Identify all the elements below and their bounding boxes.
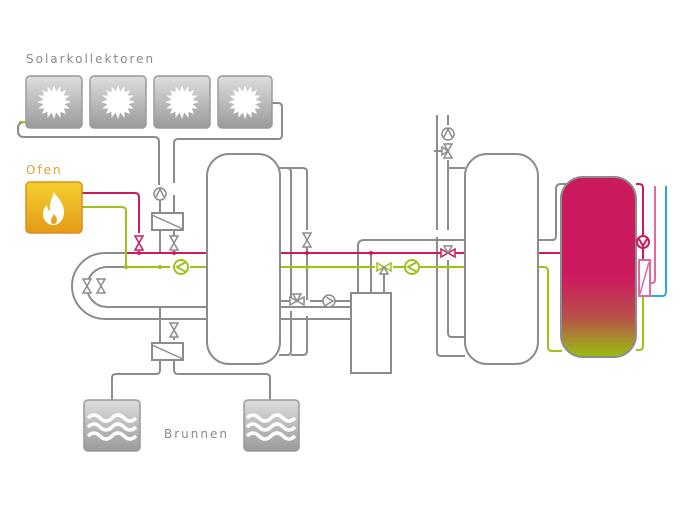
wells-label: Brunnen — [164, 427, 229, 441]
three-way-valve-green[interactable] — [376, 261, 392, 275]
valve-well[interactable] — [168, 322, 180, 338]
three-way-valve-magenta[interactable] — [440, 245, 456, 259]
sun-icon — [165, 85, 199, 119]
sun-icon — [37, 85, 71, 119]
valve-loop-outer[interactable] — [81, 278, 93, 294]
buffer-tank-2[interactable] — [464, 153, 539, 365]
heat-pump-unit[interactable] — [350, 292, 392, 374]
solar-collectors-label: Solarkollektoren — [26, 52, 156, 66]
sun-icon — [228, 85, 262, 119]
dhw-lines — [649, 186, 667, 297]
well-1[interactable] — [83, 399, 141, 452]
solar-collectors — [25, 75, 273, 129]
solar-collector-1[interactable] — [25, 75, 83, 129]
sun-icon — [101, 85, 135, 119]
solar-collector-3[interactable] — [153, 75, 211, 129]
junction-dots — [124, 251, 450, 269]
three-way-valve-top-right[interactable] — [441, 143, 454, 159]
well-2[interactable] — [243, 399, 300, 452]
pump-tank1[interactable] — [322, 294, 336, 308]
buffer-tank-1[interactable] — [206, 153, 281, 365]
return-line — [19, 121, 644, 352]
valve-solar-return[interactable] — [168, 235, 180, 251]
well-heat-exchanger[interactable] — [151, 342, 184, 361]
pump-top-right[interactable] — [441, 127, 455, 141]
solar-heat-exchanger[interactable] — [151, 212, 184, 231]
oven[interactable] — [25, 181, 83, 234]
valve-magenta-oven[interactable] — [133, 235, 145, 251]
pump-dhw[interactable] — [636, 235, 650, 249]
pump-solar[interactable] — [153, 187, 167, 201]
solar-collector-2[interactable] — [89, 75, 147, 129]
valve-loop-inner[interactable] — [95, 278, 107, 294]
pump-green-left[interactable] — [173, 259, 189, 275]
solar-collector-4[interactable] — [217, 75, 273, 129]
flame-icon — [43, 192, 64, 225]
pump-green-right[interactable] — [404, 259, 420, 275]
dhw-heat-exchanger[interactable] — [638, 259, 651, 297]
oven-label: Ofen — [26, 163, 63, 177]
hot-water-tank[interactable] — [560, 176, 637, 358]
three-way-valve-tank1[interactable] — [289, 293, 305, 307]
valve-tank1-top[interactable] — [301, 232, 313, 248]
